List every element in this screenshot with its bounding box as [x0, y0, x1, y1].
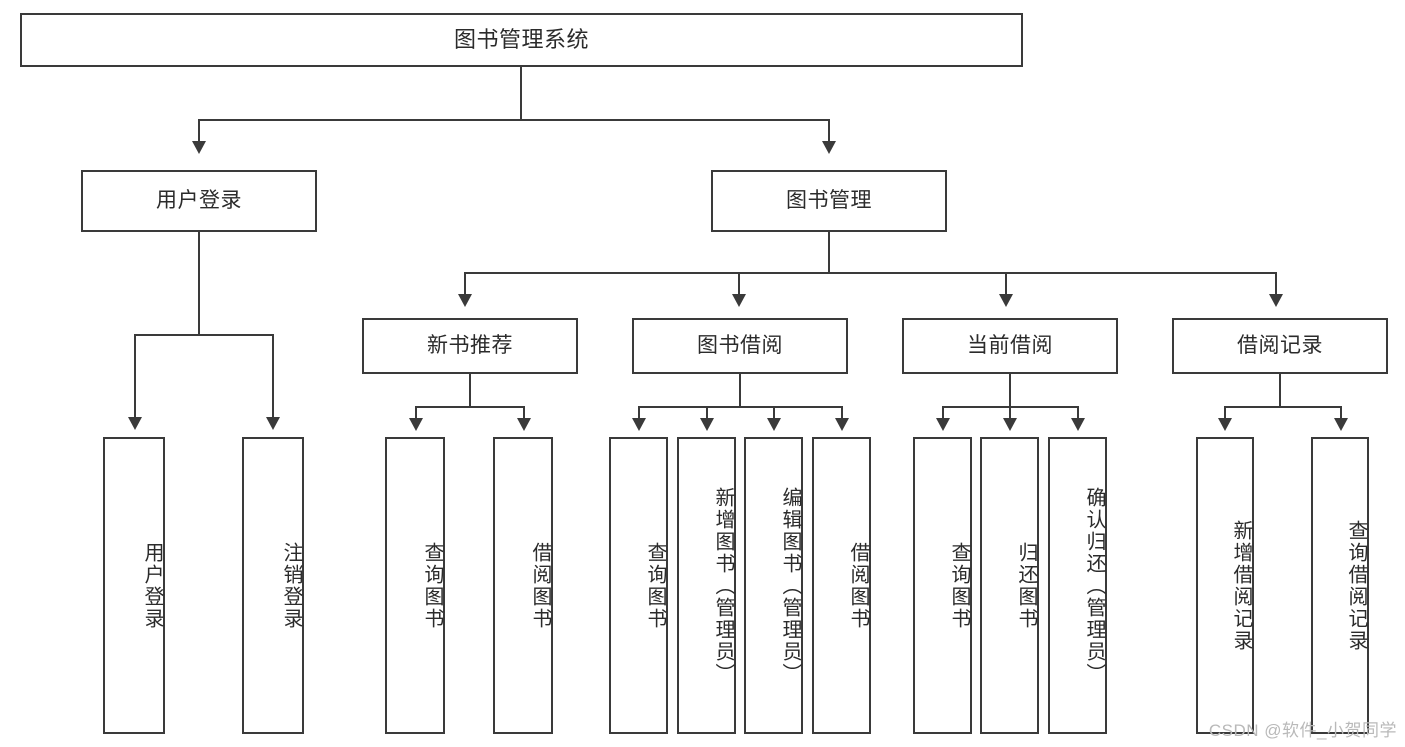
connector-level2-bus	[464, 272, 1276, 274]
connector-drop-new-book	[464, 272, 466, 296]
leaf-user-login-logout[interactable]: 注销登录	[242, 437, 304, 734]
leaf-new-book-borrow[interactable]: 借阅图书	[493, 437, 553, 734]
leaf-label: 新增借阅记录	[1230, 519, 1252, 652]
leaf-label: 编辑图书（管理员）	[779, 486, 801, 685]
connector-drop-user-login	[198, 119, 200, 143]
leaf-new-book-query[interactable]: 查询图书	[385, 437, 445, 734]
connector-drop-leaf-current-borrow-1	[1009, 406, 1011, 420]
connector-borrow-record-stem	[1279, 374, 1281, 408]
connector-drop-book-borrow	[738, 272, 740, 296]
arrowhead-leaf-book-borrow-3	[835, 418, 849, 431]
connector-drop-leaf-borrow-record-1	[1340, 406, 1342, 420]
connector-drop-current-borrow	[1005, 272, 1007, 296]
arrowhead-leaf-borrow-record-0	[1218, 418, 1232, 431]
leaf-label: 借阅图书	[529, 541, 551, 630]
node-current-borrow[interactable]: 当前借阅	[902, 318, 1118, 374]
connector-book-borrow-bus	[638, 406, 842, 408]
arrowhead-leaf-current-borrow-1	[1003, 418, 1017, 431]
node-borrow-record[interactable]: 借阅记录	[1172, 318, 1388, 374]
connector-drop-leaf-book-borrow-1	[706, 406, 708, 420]
leaf-label: 查询图书	[948, 541, 970, 630]
leaf-label: 查询图书	[421, 541, 443, 630]
arrowhead-leaf-user-login-1	[266, 417, 280, 430]
leaf-current-borrow-query[interactable]: 查询图书	[913, 437, 972, 734]
arrowhead-user-login	[192, 141, 206, 154]
arrowhead-borrow-record	[1269, 294, 1283, 307]
connector-book-manage-stem	[828, 232, 830, 274]
node-book-borrow[interactable]: 图书借阅	[632, 318, 848, 374]
arrowhead-new-book	[458, 294, 472, 307]
connector-user-login-bus	[134, 334, 273, 336]
leaf-user-login-login[interactable]: 用户登录	[103, 437, 165, 734]
connector-drop-leaf-book-borrow-2	[773, 406, 775, 420]
connector-drop-leaf-book-borrow-3	[841, 406, 843, 420]
connector-level1-bus	[198, 119, 830, 121]
connector-user-login-stem	[198, 232, 200, 336]
connector-drop-leaf-book-borrow-0	[638, 406, 640, 420]
connector-drop-leaf-current-borrow-0	[942, 406, 944, 420]
leaf-book-borrow-edit[interactable]: 编辑图书（管理员）	[744, 437, 803, 734]
leaf-label: 用户登录	[141, 541, 163, 630]
connector-drop-leaf-current-borrow-2	[1077, 406, 1079, 420]
arrowhead-leaf-book-borrow-0	[632, 418, 646, 431]
leaf-label: 注销登录	[280, 541, 302, 630]
leaf-borrow-record-query[interactable]: 查询借阅记录	[1311, 437, 1369, 734]
leaf-book-borrow-query[interactable]: 查询图书	[609, 437, 668, 734]
connector-drop-borrow-record	[1275, 272, 1277, 296]
arrowhead-leaf-user-login-0	[128, 417, 142, 430]
node-new-book-recommend[interactable]: 新书推荐	[362, 318, 578, 374]
leaf-current-borrow-return[interactable]: 归还图书	[980, 437, 1039, 734]
connector-borrow-record-bus	[1224, 406, 1341, 408]
arrowhead-book-manage	[822, 141, 836, 154]
connector-drop-book-manage	[828, 119, 830, 143]
connector-current-borrow-stem	[1009, 374, 1011, 408]
leaf-label: 查询图书	[644, 541, 666, 630]
arrowhead-current-borrow	[999, 294, 1013, 307]
node-user-login[interactable]: 用户登录	[81, 170, 317, 232]
leaf-label: 借阅图书	[847, 541, 869, 630]
connector-new-book-bus	[415, 406, 524, 408]
arrowhead-book-borrow	[732, 294, 746, 307]
leaf-book-borrow-add[interactable]: 新增图书（管理员）	[677, 437, 736, 734]
node-book-management[interactable]: 图书管理	[711, 170, 947, 232]
node-root-system[interactable]: 图书管理系统	[20, 13, 1023, 67]
connector-book-borrow-stem	[739, 374, 741, 408]
leaf-label: 确认归还（管理员）	[1083, 486, 1105, 685]
arrowhead-leaf-new-book-0	[409, 418, 423, 431]
arrowhead-leaf-current-borrow-2	[1071, 418, 1085, 431]
leaf-label: 归还图书	[1015, 541, 1037, 630]
connector-drop-leaf-borrow-record-0	[1224, 406, 1226, 420]
leaf-label: 查询借阅记录	[1345, 519, 1367, 652]
arrowhead-leaf-book-borrow-2	[767, 418, 781, 431]
connector-drop-leaf-new-book-0	[415, 406, 417, 420]
connector-root-stem	[520, 67, 522, 120]
connector-drop-leaf-user-login-1	[272, 334, 274, 419]
leaf-label: 新增图书（管理员）	[712, 486, 734, 685]
connector-drop-leaf-user-login-0	[134, 334, 136, 419]
arrowhead-leaf-current-borrow-0	[936, 418, 950, 431]
arrowhead-leaf-book-borrow-1	[700, 418, 714, 431]
leaf-borrow-record-add[interactable]: 新增借阅记录	[1196, 437, 1254, 734]
arrowhead-leaf-borrow-record-1	[1334, 418, 1348, 431]
leaf-book-borrow-borrow[interactable]: 借阅图书	[812, 437, 871, 734]
connector-new-book-stem	[469, 374, 471, 408]
connector-drop-leaf-new-book-1	[523, 406, 525, 420]
leaf-current-borrow-confirm[interactable]: 确认归还（管理员）	[1048, 437, 1107, 734]
arrowhead-leaf-new-book-1	[517, 418, 531, 431]
